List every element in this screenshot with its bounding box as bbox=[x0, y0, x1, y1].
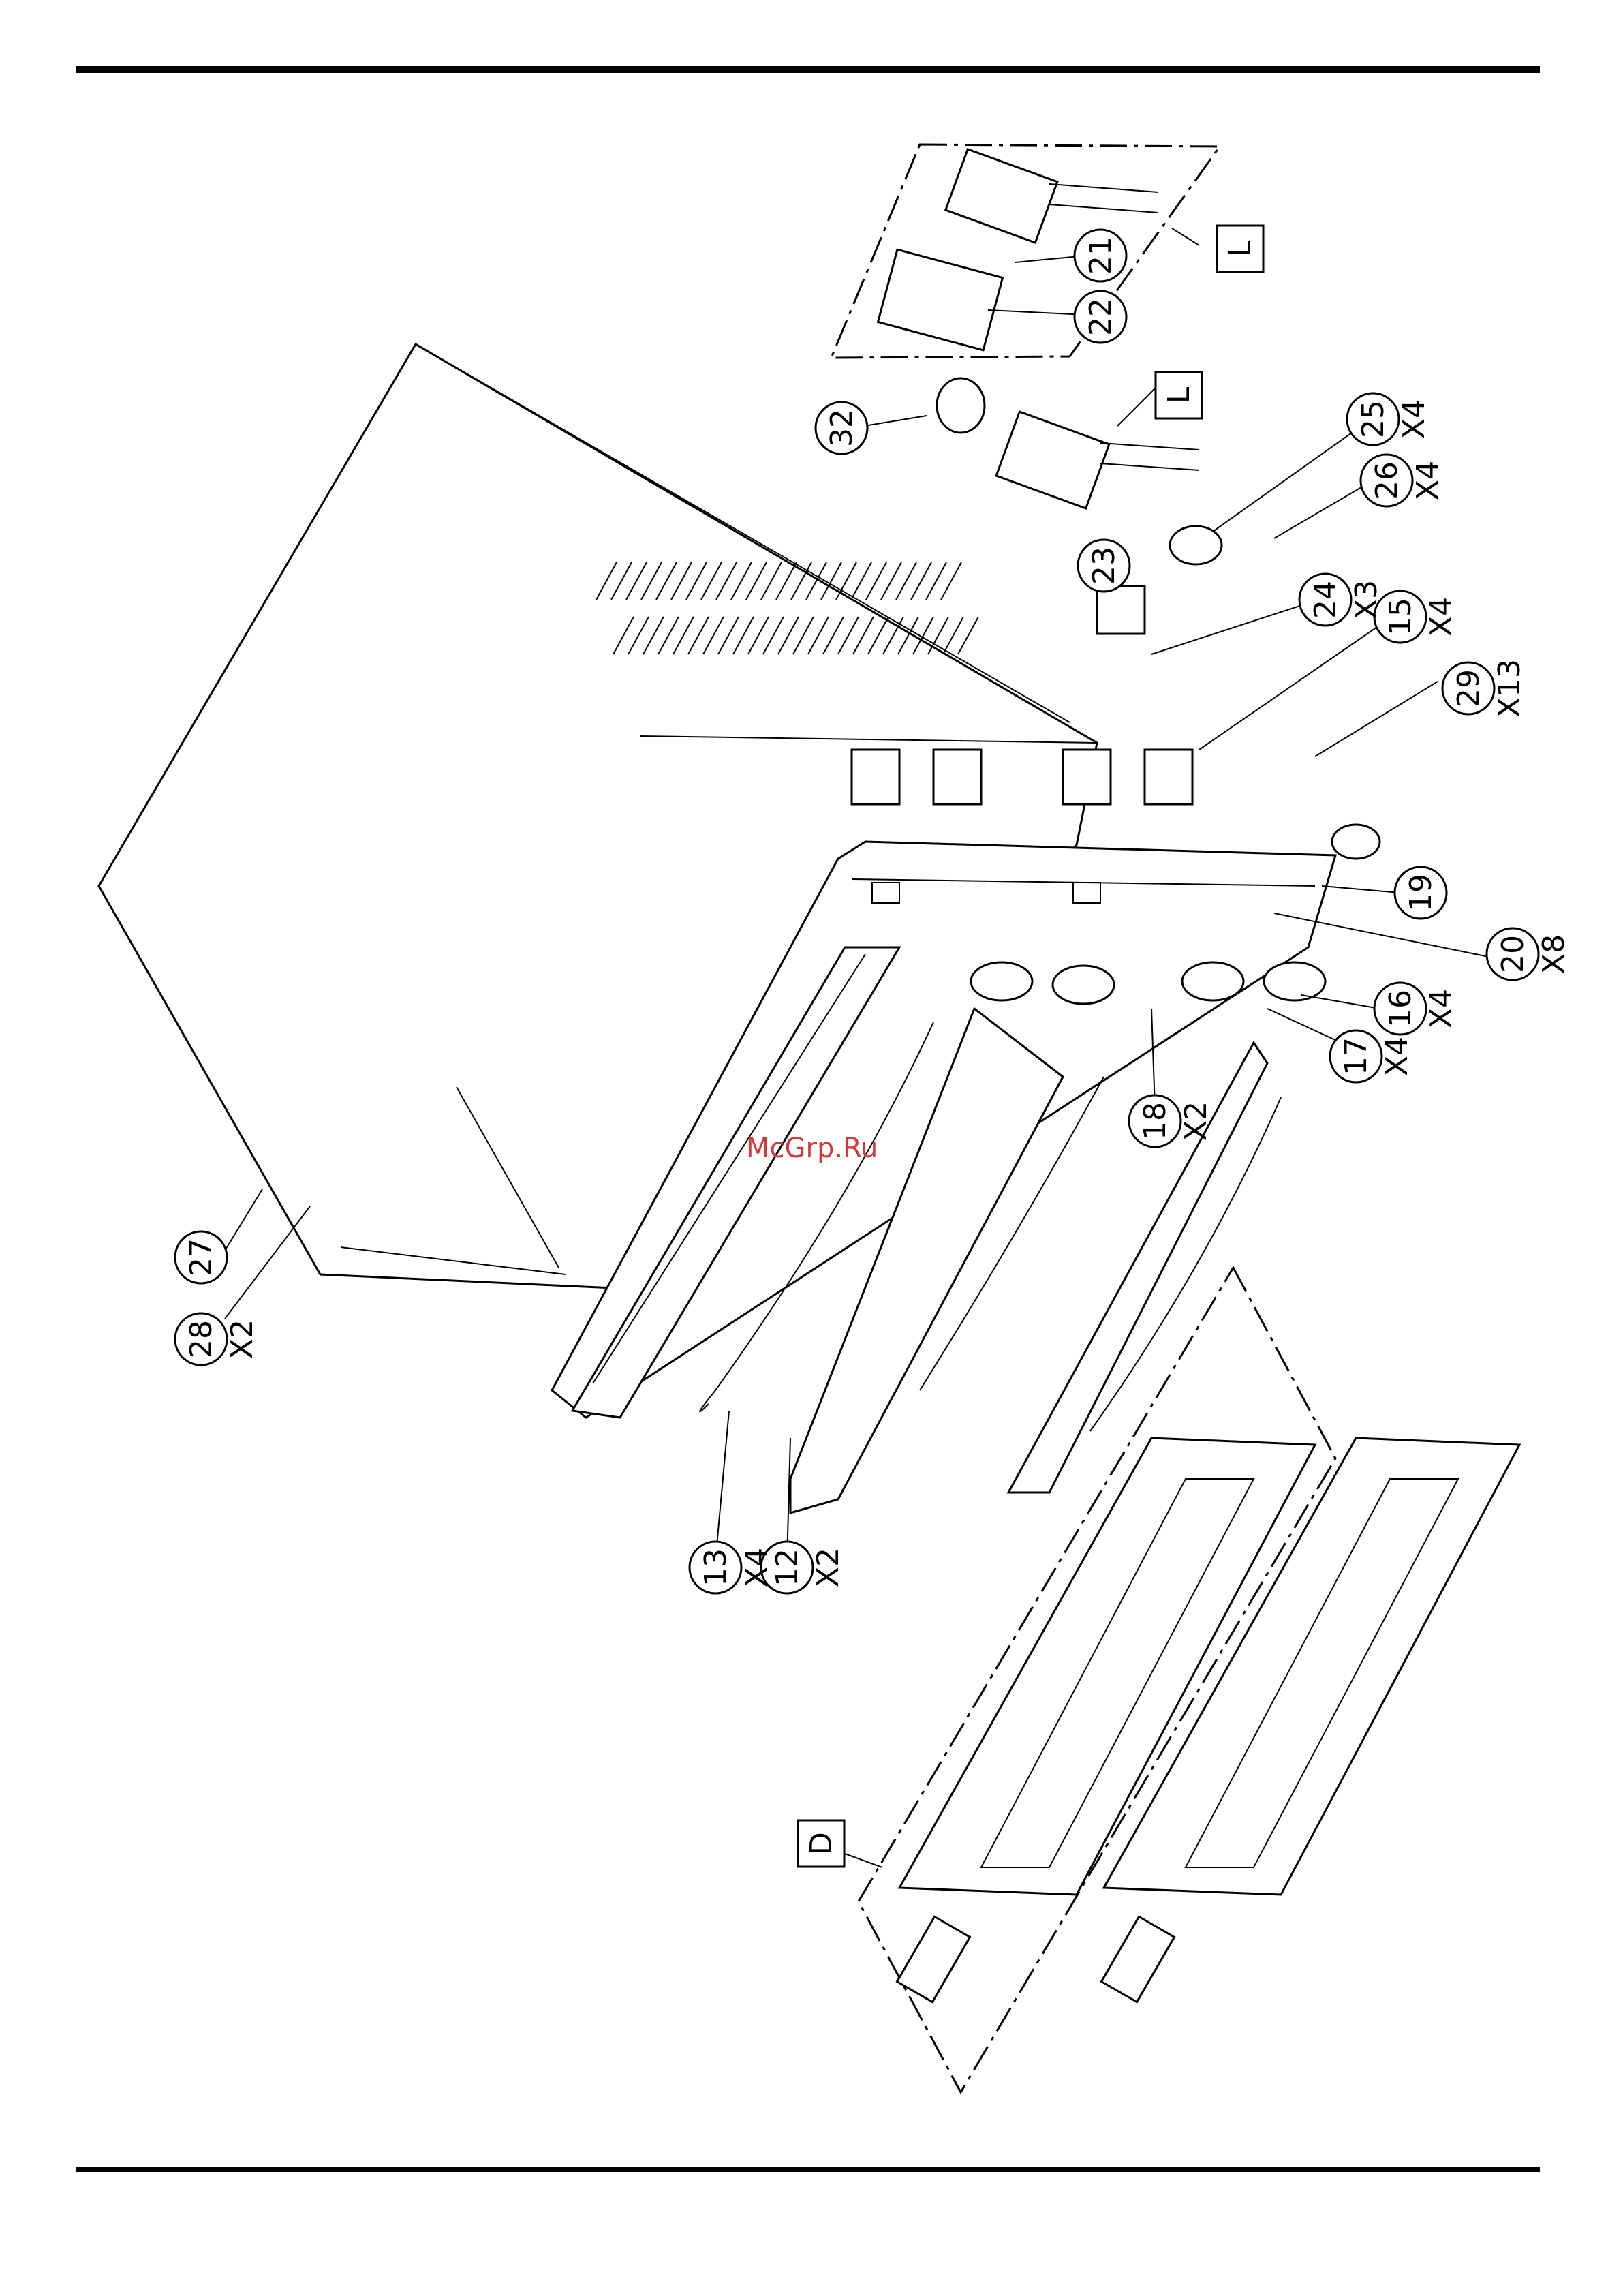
callout-number-22: 22 bbox=[1083, 298, 1118, 336]
callout-number-24: 24 bbox=[1308, 581, 1343, 619]
quantity-label-20: X8 bbox=[1536, 934, 1571, 974]
callout-number-28: 28 bbox=[184, 1320, 219, 1358]
callout-number-25: 25 bbox=[1356, 400, 1391, 438]
quantity-label-13: X4 bbox=[739, 1548, 774, 1587]
callout-number-26: 26 bbox=[1370, 461, 1404, 500]
callout-number-13: 13 bbox=[698, 1548, 733, 1587]
detail-tag-letter-L2: L bbox=[1162, 386, 1196, 403]
callout-number-29: 29 bbox=[1451, 669, 1486, 707]
callout-number-20: 20 bbox=[1496, 935, 1530, 973]
callout-number-16: 16 bbox=[1383, 990, 1418, 1028]
detail-L-box bbox=[831, 144, 1220, 358]
callout-number-15: 15 bbox=[1383, 598, 1418, 636]
callout-number-27: 27 bbox=[184, 1238, 219, 1276]
detail-tag-letter-D1: D bbox=[804, 1832, 839, 1855]
callout-number-21: 21 bbox=[1083, 236, 1118, 275]
quantity-label-18: X2 bbox=[1179, 1101, 1214, 1141]
quantity-label-17: X4 bbox=[1380, 1037, 1415, 1076]
quantity-label-24: X3 bbox=[1349, 580, 1384, 619]
quantity-label-25: X4 bbox=[1397, 399, 1432, 439]
quantity-label-16: X4 bbox=[1424, 989, 1459, 1028]
watermark-text: McGrp.Ru bbox=[746, 1133, 878, 1164]
callout-number-12: 12 bbox=[770, 1548, 805, 1587]
detail-tag-letter-L1: L bbox=[1223, 240, 1258, 257]
quantity-label-12: X2 bbox=[811, 1548, 846, 1587]
quantity-label-26: X4 bbox=[1410, 461, 1445, 500]
shelf-frames bbox=[859, 1268, 1519, 2092]
quantity-label-29: X13 bbox=[1492, 659, 1527, 718]
callout-number-19: 19 bbox=[1404, 874, 1438, 912]
callout-number-18: 18 bbox=[1138, 1102, 1173, 1140]
quantity-label-15: X4 bbox=[1424, 597, 1459, 637]
callout-number-32: 32 bbox=[824, 409, 859, 447]
callout-number-23: 23 bbox=[1087, 547, 1122, 585]
callout-number-17: 17 bbox=[1339, 1037, 1374, 1075]
quantity-label-28: X2 bbox=[225, 1319, 260, 1359]
